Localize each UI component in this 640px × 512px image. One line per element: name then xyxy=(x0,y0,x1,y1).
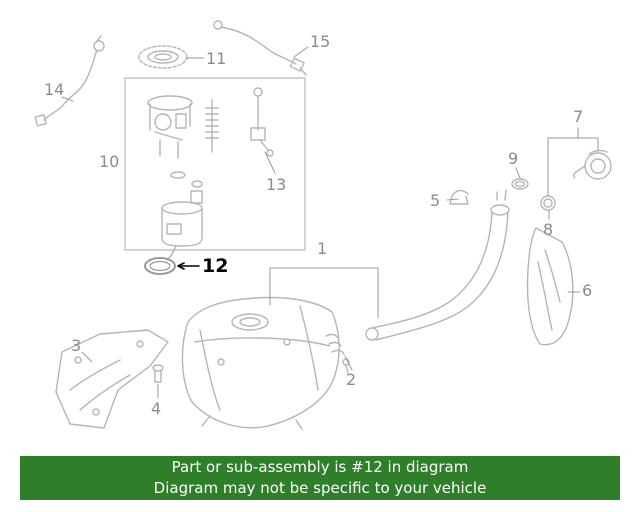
o-ring-drawing xyxy=(144,257,176,275)
ring-drawing xyxy=(511,178,529,190)
callout-11: 11 xyxy=(206,49,227,68)
gasket-drawing xyxy=(540,195,556,211)
info-banner: Part or sub-assembly is #12 in diagram D… xyxy=(20,456,620,500)
filler-pipe-drawing xyxy=(365,189,510,341)
callout-6: 6 xyxy=(582,281,593,300)
callout-9: 9 xyxy=(508,149,519,168)
callout-10: 10 xyxy=(99,152,120,171)
shield-drawing xyxy=(526,227,574,346)
callout-5: 5 xyxy=(430,191,441,210)
callout-1: 1 xyxy=(317,239,328,258)
callout-4: 4 xyxy=(151,399,162,418)
bolt-drawing xyxy=(152,364,164,383)
callout-12-highlight: 12 xyxy=(202,256,228,276)
pump-module-box xyxy=(124,77,306,251)
fuel-tank-drawing xyxy=(181,296,340,430)
callout-2: 2 xyxy=(346,370,357,389)
leader-lines xyxy=(61,46,599,399)
fuel-cap-drawing xyxy=(573,149,612,180)
callout-12-number: 12 xyxy=(202,255,229,277)
retainer-cap-drawing xyxy=(138,45,188,69)
fuel-sender-drawing xyxy=(250,87,274,157)
protector-drawing xyxy=(55,329,169,429)
callout-8: 8 xyxy=(543,220,554,239)
hose-drawing xyxy=(34,35,105,127)
callout-13: 13 xyxy=(266,175,287,194)
callout-14: 14 xyxy=(44,80,65,99)
fuel-pump-assembly-drawing xyxy=(147,95,219,261)
clamp-drawing xyxy=(449,189,469,205)
callout-3: 3 xyxy=(71,336,82,355)
callout-7: 7 xyxy=(573,107,584,126)
banner-line-2: Diagram may not be specific to your vehi… xyxy=(153,479,487,497)
banner-line-1: Part or sub-assembly is #12 in diagram xyxy=(171,458,469,476)
breather-tube-drawing xyxy=(213,20,307,76)
callout-15: 15 xyxy=(310,32,331,51)
